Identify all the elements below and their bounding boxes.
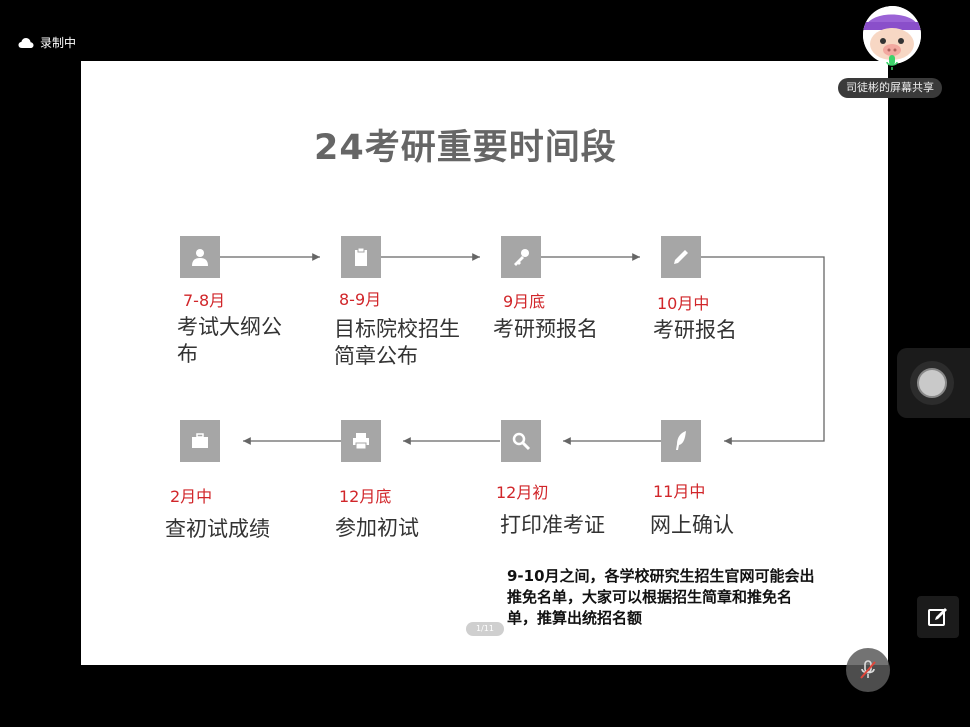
printer-icon [353, 433, 369, 450]
record-dot-icon [917, 368, 947, 398]
step-8-label: 查初试成绩 [165, 516, 270, 543]
step-8-icon-box [180, 420, 220, 462]
annotate-icon [928, 608, 947, 626]
pencil-icon [674, 250, 688, 264]
slide-title: 24考研重要时间段 [314, 128, 617, 168]
step-3-label: 考研预报名 [493, 316, 598, 343]
step-5-date: 11月中 [653, 482, 706, 501]
quill-icon [676, 431, 686, 450]
step-7-icon-box [341, 420, 381, 462]
step-4-label-line-1: 考研报名 [653, 318, 737, 342]
flow-arrows [220, 253, 825, 445]
step-6-label-line-1: 打印准考证 [500, 513, 605, 537]
step-2-label: 目标院校招生 简章公布 [334, 316, 460, 370]
step-6-label: 打印准考证 [500, 512, 605, 539]
cloud-icon [18, 37, 34, 48]
step-1-label-line-2: 布 [177, 342, 198, 366]
step-1-date: 7-8月 [183, 291, 226, 310]
step-8-date: 2月中 [170, 487, 213, 506]
step-2-icon-box [341, 236, 381, 278]
step-1-label: 考试大纲公 布 [177, 314, 282, 368]
recording-indicator: 录制中 [18, 34, 76, 51]
user-icon [192, 249, 208, 266]
briefcase-icon [192, 433, 208, 448]
step-1-icon-box [180, 236, 220, 278]
recording-label: 录制中 [40, 36, 77, 50]
clipboard-icon [355, 247, 367, 266]
step-4-label: 考研报名 [653, 317, 737, 344]
slide-note: 9-10月之间，各学校研究生招生官网可能会出推免名单，大家可以根据招生简章和推免… [507, 567, 815, 627]
step-2-label-line-2: 简章公布 [334, 344, 418, 368]
mute-button[interactable] [846, 648, 890, 692]
step-6-date: 12月初 [496, 483, 549, 502]
step-4-icon-box [661, 236, 701, 278]
annotate-button[interactable] [917, 596, 959, 638]
key-icon [514, 249, 529, 266]
presentation-slide: 24考研重要时间段 7-8月 考试大纲公 布 8-9月 目标院校招生 简章公布 … [81, 61, 888, 665]
presenter-avatar[interactable] [863, 6, 921, 64]
step-2-date: 8-9月 [339, 290, 382, 309]
mic-muted-icon [860, 660, 876, 679]
arrow-4-5 [701, 256, 825, 445]
record-button[interactable] [910, 361, 954, 405]
step-7-label-line-1: 参加初试 [335, 516, 419, 540]
search-icon [512, 432, 531, 451]
mic-icon [886, 55, 898, 70]
step-5-label-line-1: 网上确认 [650, 513, 734, 537]
step-7-date: 12月底 [339, 487, 392, 506]
page-indicator[interactable]: 1/11 [466, 622, 504, 636]
step-6-icon-box [501, 420, 541, 462]
step-3-label-line-1: 考研预报名 [493, 317, 598, 341]
avatar-illustration [863, 6, 921, 64]
step-2-label-line-1: 目标院校招生 [334, 317, 460, 341]
mic-active-badge [881, 54, 903, 72]
step-7-label: 参加初试 [335, 515, 419, 542]
step-5-icon-box [661, 420, 701, 462]
step-5-label: 网上确认 [650, 512, 734, 539]
step-8-label-line-1: 查初试成绩 [165, 517, 270, 541]
step-3-date: 9月底 [503, 292, 546, 311]
step-1-label-line-1: 考试大纲公 [177, 315, 282, 339]
step-3-icon-box [501, 236, 541, 278]
presenter-label: 司徒彬的屏幕共享 [838, 78, 942, 98]
step-4-date: 10月中 [657, 294, 710, 313]
